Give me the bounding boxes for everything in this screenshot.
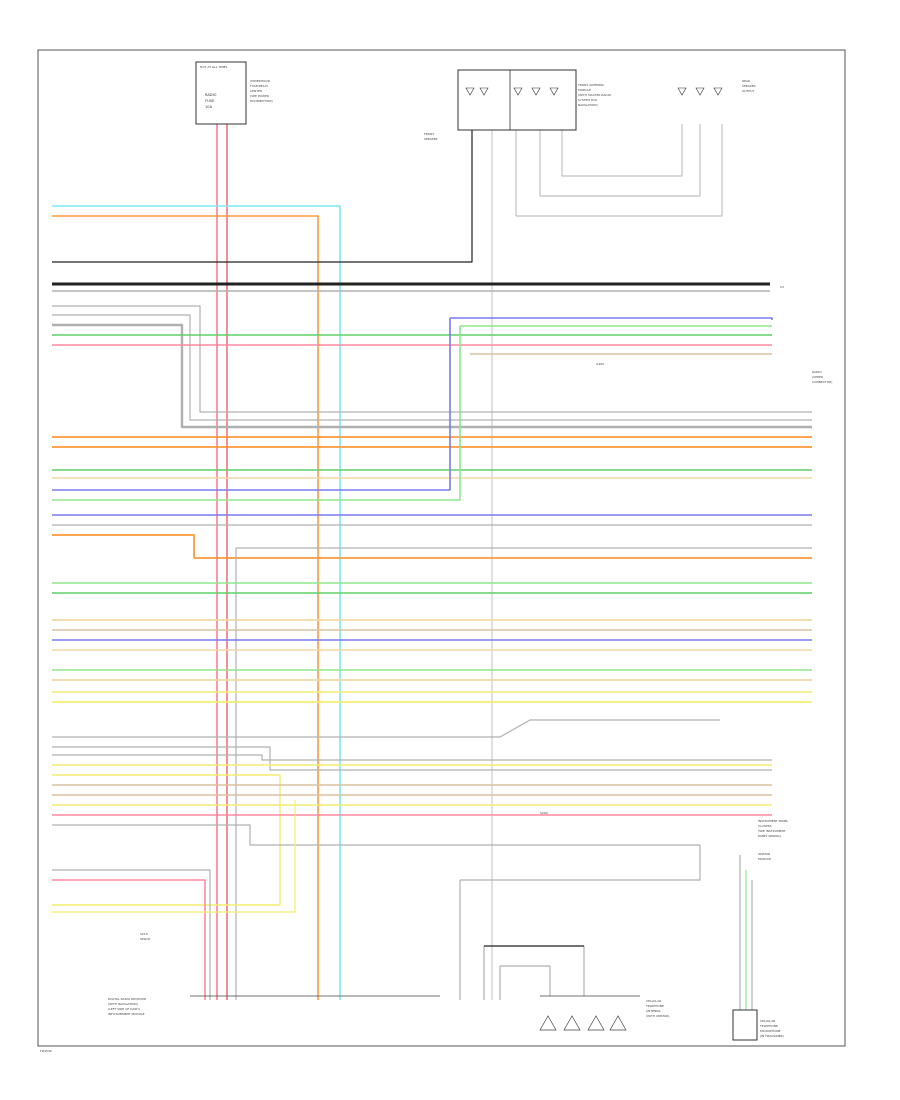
wire-gry-7 bbox=[539, 124, 701, 197]
cluster-line-2: CLUSTER bbox=[758, 824, 772, 828]
rear-speaker-output[interactable]: REAR SPEAKER OUTPUT bbox=[677, 79, 756, 96]
wire-lt-grn-24 bbox=[52, 326, 461, 501]
fuse-note-2: FUSE/RELAY bbox=[250, 84, 268, 88]
rear-speaker-line-1: REAR bbox=[742, 79, 750, 83]
antenna-line-1: FRONT ANTENNA bbox=[578, 83, 605, 87]
wire-orn-27 bbox=[52, 534, 812, 559]
front-antenna-module[interactable]: FRONT ANTENNA MODULE (WITH MASTER RADIO … bbox=[424, 69, 612, 141]
wire-gry-40 bbox=[52, 719, 720, 738]
connector-c2-label: C2 bbox=[780, 285, 784, 289]
radio-line-2: (UPPER bbox=[812, 375, 823, 379]
wire-gry-11 bbox=[52, 305, 812, 413]
cellular-antenna[interactable]: CELLULAR TELEPHONE ANTENNA (WITH ONSTAR) bbox=[484, 945, 669, 1031]
cellular-microphone[interactable]: CELLULAR TELEPHONE MICROPHONE (IN HEADLI… bbox=[732, 1009, 784, 1041]
antenna-line-4: SYSTEM W/O bbox=[578, 98, 598, 102]
diagram-frame bbox=[37, 49, 846, 1047]
cluster-line-6: MODULE bbox=[758, 857, 771, 861]
cell-antenna-line-4: (WITH ONSTAR) bbox=[646, 1014, 669, 1018]
fuse-note-3: CENTER bbox=[250, 89, 262, 93]
cluster-line-3: (SEE INSTRUMENT bbox=[758, 829, 786, 833]
wire-gry-12 bbox=[52, 314, 812, 421]
wire-pnk-50 bbox=[52, 879, 206, 1000]
cluster-line-4: PANEL WIRING) bbox=[758, 834, 781, 838]
receiver-line-2: (WITH NAVIGATION) bbox=[108, 1002, 138, 1006]
instrument-cluster-note: INSTRUMENT PANEL CLUSTER (SEE INSTRUMENT… bbox=[758, 819, 788, 861]
radio-line-1: RADIO bbox=[812, 370, 822, 374]
cluster-line-5: ONSTAR bbox=[758, 852, 770, 856]
wire-orn-3 bbox=[52, 215, 319, 1000]
radio-upper-connector-label: RADIO (UPPER CONNECTOR) C2 bbox=[780, 285, 832, 384]
fuse-line-3: 10A bbox=[205, 105, 213, 109]
receiver-line-4: INFOTAINMENT MODULE bbox=[108, 1012, 145, 1016]
wire-blk-4 bbox=[52, 130, 473, 263]
digital-radio-receiver[interactable]: DIGITAL RADIO RECEIVER (WITH NAVIGATION)… bbox=[108, 932, 440, 1016]
s200-label: S200 bbox=[540, 811, 548, 815]
mic-line-2: TELEPHONE bbox=[759, 1024, 778, 1028]
splice-line-2: SPLICE bbox=[140, 937, 150, 941]
cluster-line-1: INSTRUMENT PANEL bbox=[758, 819, 788, 823]
rear-speaker-line-3: OUTPUT bbox=[742, 89, 754, 93]
cell-antenna-line-2: TELEPHONE bbox=[645, 1004, 664, 1008]
fuse-note-5: DISTRIBUTION) bbox=[250, 99, 273, 103]
antenna-line-3: (WITH MASTER RADIO bbox=[578, 93, 612, 97]
wire-gry-13 bbox=[52, 323, 812, 429]
wire-yel-52 bbox=[52, 800, 296, 913]
wire-ppl-23 bbox=[52, 318, 451, 491]
wire-gry-49 bbox=[52, 824, 700, 846]
wire-gry-8 bbox=[561, 124, 683, 177]
rear-speaker-line-2: SPEAKER bbox=[742, 84, 756, 88]
wire-lt-blu-2 bbox=[52, 205, 341, 1000]
cell-antenna-line-3: ANTENNA bbox=[646, 1009, 662, 1013]
speaker-line-2: SPEAKER bbox=[424, 137, 438, 141]
antenna-line-2: MODULE bbox=[578, 88, 591, 92]
antenna-line-5: NAVIGATION) bbox=[578, 103, 598, 107]
radio-line-3: CONNECTOR) bbox=[812, 380, 832, 384]
splice-line-1: S210 bbox=[140, 932, 148, 936]
footer-code: FD4540 bbox=[40, 1049, 52, 1053]
fuse-line-2: FUSE bbox=[205, 99, 215, 103]
wire-gry-6 bbox=[515, 124, 723, 217]
wire-gry-42 bbox=[52, 754, 772, 761]
wire-ppl-16 bbox=[450, 317, 773, 320]
receiver-line-1: DIGITAL RADIO RECEIVER bbox=[108, 997, 146, 1001]
mic-line-3: MICROPHONE bbox=[760, 1029, 781, 1033]
speaker-line-1: FRONT bbox=[424, 132, 434, 136]
fuse-title: HOT AT ALL TIMES bbox=[200, 65, 228, 69]
fuse-note-1: UNDERHOOD bbox=[250, 79, 271, 83]
g200-label: G200 bbox=[596, 362, 604, 366]
wires-layer bbox=[52, 124, 812, 1010]
wire-gry-51 bbox=[52, 869, 211, 1000]
fuse-note-4: (SEE POWER bbox=[250, 94, 269, 98]
mic-line-1: CELLULAR bbox=[760, 1019, 775, 1023]
mic-line-4: (IN HEADLINER) bbox=[760, 1034, 784, 1038]
radio-fuse-component[interactable]: HOT AT ALL TIMES RADIO FUSE 10A UNDERHOO… bbox=[195, 61, 273, 125]
receiver-line-3: (LEFT SIDE OF DASH) bbox=[108, 1007, 140, 1011]
wire-gry-53 bbox=[460, 845, 701, 881]
cell-antenna-line-1: CELLULAR bbox=[646, 999, 661, 1003]
wire-gry-41 bbox=[52, 746, 772, 771]
fuse-line-1: RADIO bbox=[205, 93, 217, 97]
wire-yel-44 bbox=[52, 774, 281, 906]
